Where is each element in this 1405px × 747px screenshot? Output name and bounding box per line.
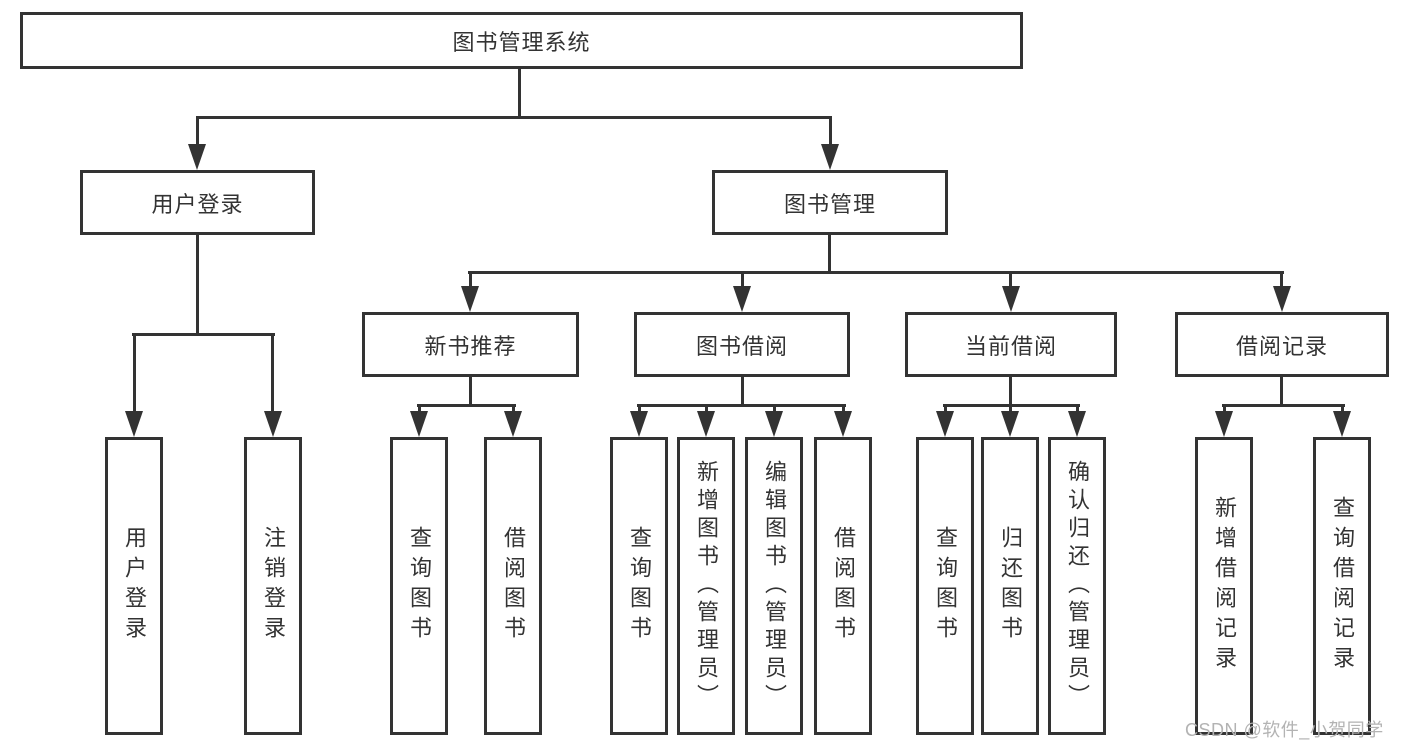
node-label: 确认归还（管理员）	[1065, 460, 1090, 712]
leaf-borrow-books-2: 借阅图书	[814, 437, 872, 735]
arrow-down-icon	[125, 411, 143, 437]
connector-line	[1223, 404, 1226, 414]
leaf-add-book-admin: 新增图书（管理员）	[677, 437, 735, 735]
node-label: 编辑图书（管理员）	[762, 460, 787, 712]
node-book-borrowing: 图书借阅	[634, 312, 850, 377]
arrow-down-icon	[765, 411, 783, 437]
node-label: 图书管理系统	[452, 29, 591, 55]
arrow-down-icon	[1215, 411, 1233, 437]
connector-line	[132, 333, 275, 336]
connector-line	[829, 116, 832, 146]
node-label: 查询图书	[933, 526, 958, 646]
connector-line	[1280, 377, 1283, 406]
connector-line	[637, 404, 846, 407]
leaf-query-books-3: 查询图书	[916, 437, 974, 735]
node-label: 新增借阅记录	[1212, 496, 1237, 676]
leaf-query-books-2: 查询图书	[610, 437, 668, 735]
connector-line	[842, 404, 845, 414]
node-book-management: 图书管理	[712, 170, 948, 235]
connector-line	[417, 404, 516, 407]
connector-line	[1280, 271, 1283, 288]
arrow-down-icon	[733, 286, 751, 312]
connector-line	[773, 404, 776, 414]
arrow-down-icon	[264, 411, 282, 437]
leaf-query-borrow-record: 查询借阅记录	[1313, 437, 1371, 735]
arrow-down-icon	[834, 411, 852, 437]
connector-line	[1009, 271, 1012, 288]
connector-line	[468, 271, 1284, 274]
connector-line	[944, 404, 947, 414]
arrow-down-icon	[1068, 411, 1086, 437]
node-label: 用户登录	[122, 526, 147, 646]
connector-line	[469, 271, 472, 288]
arrow-down-icon	[630, 411, 648, 437]
node-label: 归还图书	[998, 526, 1023, 646]
connector-line	[133, 333, 136, 413]
node-label: 新书推荐	[424, 333, 517, 359]
node-label: 查询借阅记录	[1330, 496, 1355, 676]
node-label: 注销登录	[261, 526, 286, 646]
connector-line	[741, 377, 744, 406]
connector-line	[828, 235, 831, 273]
connector-line	[196, 116, 832, 119]
connector-line	[638, 404, 641, 414]
arrow-down-icon	[1001, 411, 1019, 437]
arrow-down-icon	[1273, 286, 1291, 312]
connector-line	[512, 404, 515, 414]
leaf-borrow-books-1: 借阅图书	[484, 437, 542, 735]
connector-line	[1009, 377, 1012, 406]
connector-line	[418, 404, 421, 414]
leaf-edit-book-admin: 编辑图书（管理员）	[745, 437, 803, 735]
node-label: 用户登录	[151, 191, 244, 217]
csdn-watermark: CSDN @软件_小贺同学	[1185, 720, 1384, 740]
leaf-return-books: 归还图书	[981, 437, 1039, 735]
connector-line	[1009, 404, 1012, 414]
node-label: 借阅图书	[831, 526, 856, 646]
node-borrowing-records: 借阅记录	[1175, 312, 1389, 377]
leaf-query-books-1: 查询图书	[390, 437, 448, 735]
arrow-down-icon	[1333, 411, 1351, 437]
arrow-down-icon	[410, 411, 428, 437]
connector-line	[705, 404, 708, 414]
connector-line	[518, 68, 521, 118]
leaf-add-borrow-record: 新增借阅记录	[1195, 437, 1253, 735]
connector-line	[741, 271, 744, 288]
arrow-down-icon	[461, 286, 479, 312]
connector-line	[1076, 404, 1079, 414]
arrow-down-icon	[697, 411, 715, 437]
leaf-confirm-return-admin: 确认归还（管理员）	[1048, 437, 1106, 735]
connector-line	[196, 235, 199, 335]
connector-line	[1341, 404, 1344, 414]
connector-line	[1222, 404, 1345, 407]
node-label: 查询图书	[407, 526, 432, 646]
leaf-logout: 注销登录	[244, 437, 302, 735]
connector-line	[469, 377, 472, 406]
connector-line	[196, 116, 199, 146]
node-label: 借阅图书	[501, 526, 526, 646]
node-label: 图书借阅	[695, 333, 788, 359]
arrow-down-icon	[504, 411, 522, 437]
leaf-user-login: 用户登录	[105, 437, 163, 735]
arrow-down-icon	[936, 411, 954, 437]
node-label: 新增图书（管理员）	[694, 460, 719, 712]
arrow-down-icon	[821, 144, 839, 170]
node-label: 借阅记录	[1235, 333, 1328, 359]
node-label: 图书管理	[783, 191, 876, 217]
node-user-login: 用户登录	[80, 170, 315, 235]
node-new-book-recommend: 新书推荐	[362, 312, 579, 377]
node-label: 当前借阅	[964, 333, 1057, 359]
node-current-borrowing: 当前借阅	[905, 312, 1117, 377]
node-library-system: 图书管理系统	[20, 12, 1023, 69]
arrow-down-icon	[188, 144, 206, 170]
connector-line	[271, 333, 274, 413]
arrow-down-icon	[1002, 286, 1020, 312]
node-label: 查询图书	[627, 526, 652, 646]
